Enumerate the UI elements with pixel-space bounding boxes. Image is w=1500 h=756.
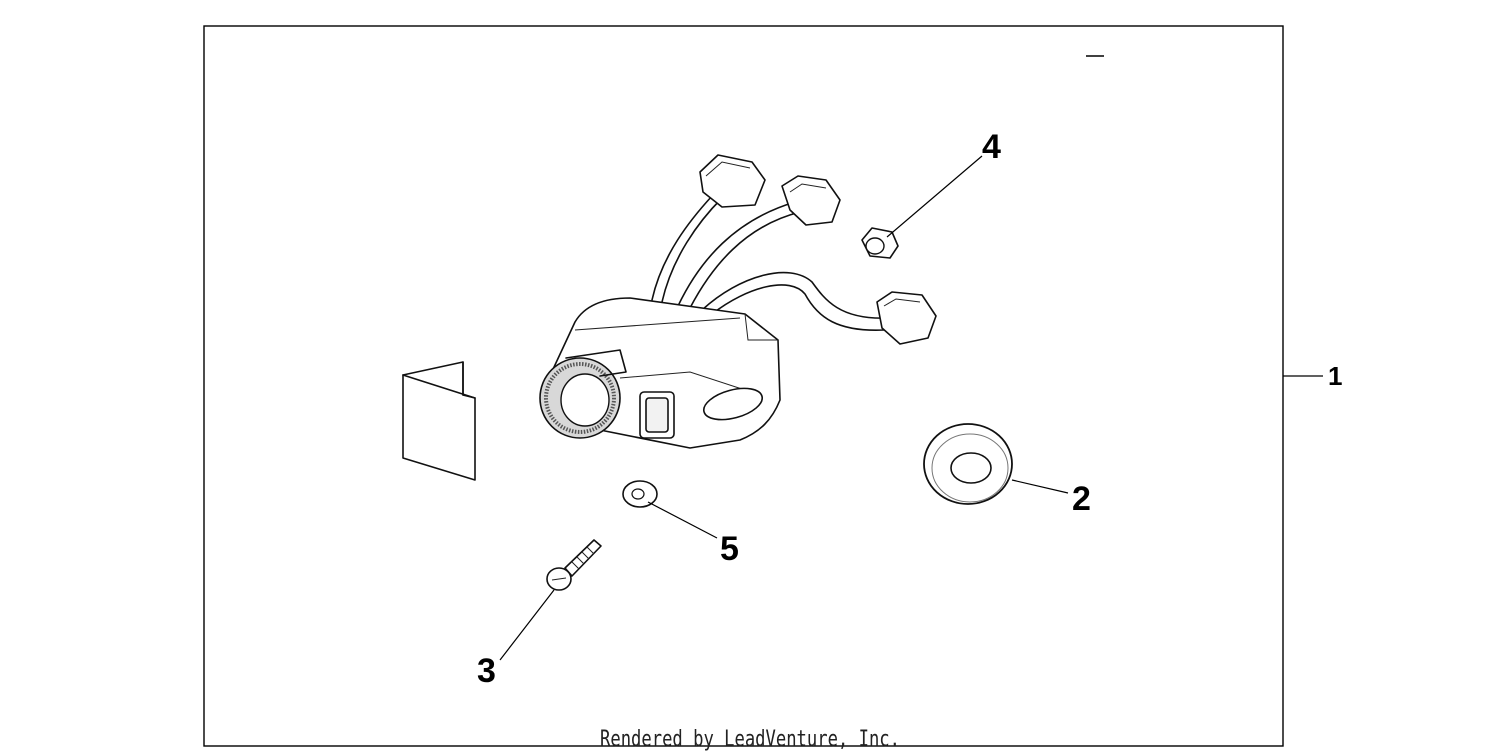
leader-2 [1011, 479, 1069, 494]
screw [546, 539, 602, 591]
kit-frame [203, 25, 1284, 747]
leader-3 [499, 589, 555, 661]
leader-5 [647, 501, 718, 539]
callout-4: 4 [982, 128, 1001, 166]
instruction-sheet [402, 361, 476, 481]
footer-credit: Rendered by LeadVenture, Inc. [600, 727, 900, 752]
callout-1: 1 [1328, 361, 1342, 391]
switch-assembly [539, 154, 937, 449]
callout-5: 5 [720, 530, 739, 568]
callout-3: 3 [477, 652, 496, 690]
washer [622, 480, 658, 508]
callout-2: 2 [1072, 480, 1091, 518]
grommet [923, 423, 1013, 505]
leader-4 [886, 155, 983, 238]
